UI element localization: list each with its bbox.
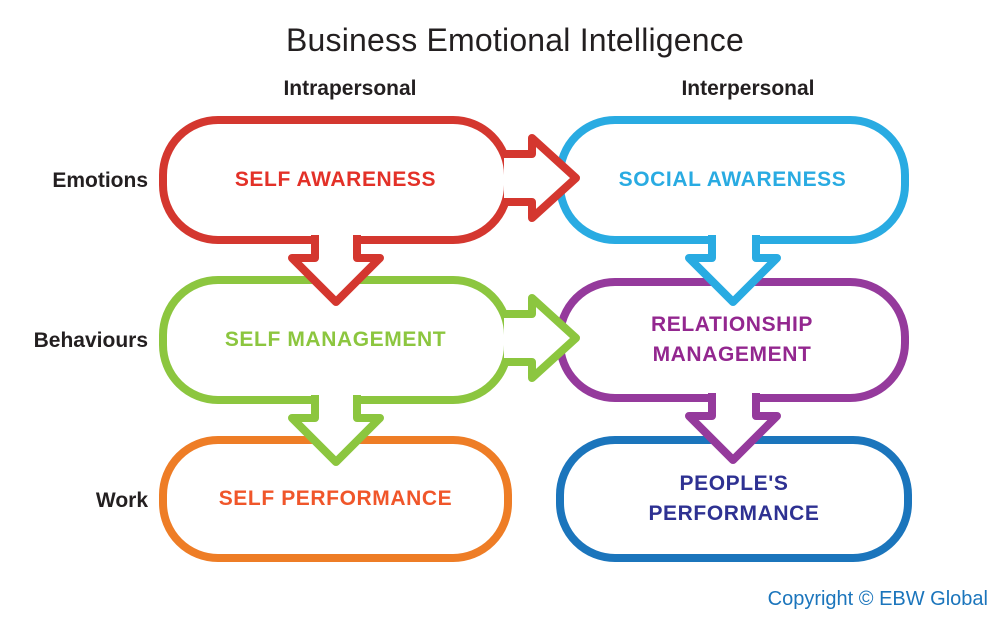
copyright-notice: Copyright © EBW Global: [767, 588, 988, 610]
social-awareness-label: SOCIAL AWARENESS: [618, 168, 847, 191]
row-label-emotions: Emotions: [52, 169, 148, 192]
row-label-work: Work: [95, 489, 148, 512]
arrow-self-management-to-self-performance: [288, 395, 384, 466]
arrows-layer: [288, 134, 781, 466]
page-title: Business Emotional Intelligence: [285, 22, 744, 58]
arrow-social-awareness-to-relationship-management: [685, 235, 781, 306]
arrow-self-awareness-to-social-awareness: [504, 134, 580, 222]
row-label-behaviours: Behaviours: [33, 329, 148, 352]
peoples-performance-label: PEOPLE'S PERFORMANCE: [648, 472, 820, 525]
arrow-self-awareness-to-self-management: [288, 235, 384, 306]
arrow-self-management-to-relationship-management: [504, 294, 580, 382]
self-awareness-label: SELF AWARENESS: [234, 168, 437, 191]
column-header-intrapersonal: Intrapersonal: [283, 77, 417, 100]
self-performance-label: SELF PERFORMANCE: [218, 487, 453, 510]
self-management-label: SELF MANAGEMENT: [224, 328, 447, 351]
column-header-interpersonal: Interpersonal: [681, 77, 815, 100]
relationship-management-label: RELATIONSHIP MANAGEMENT: [651, 313, 813, 366]
arrow-relationship-management-to-peoples-performance: [685, 393, 781, 464]
